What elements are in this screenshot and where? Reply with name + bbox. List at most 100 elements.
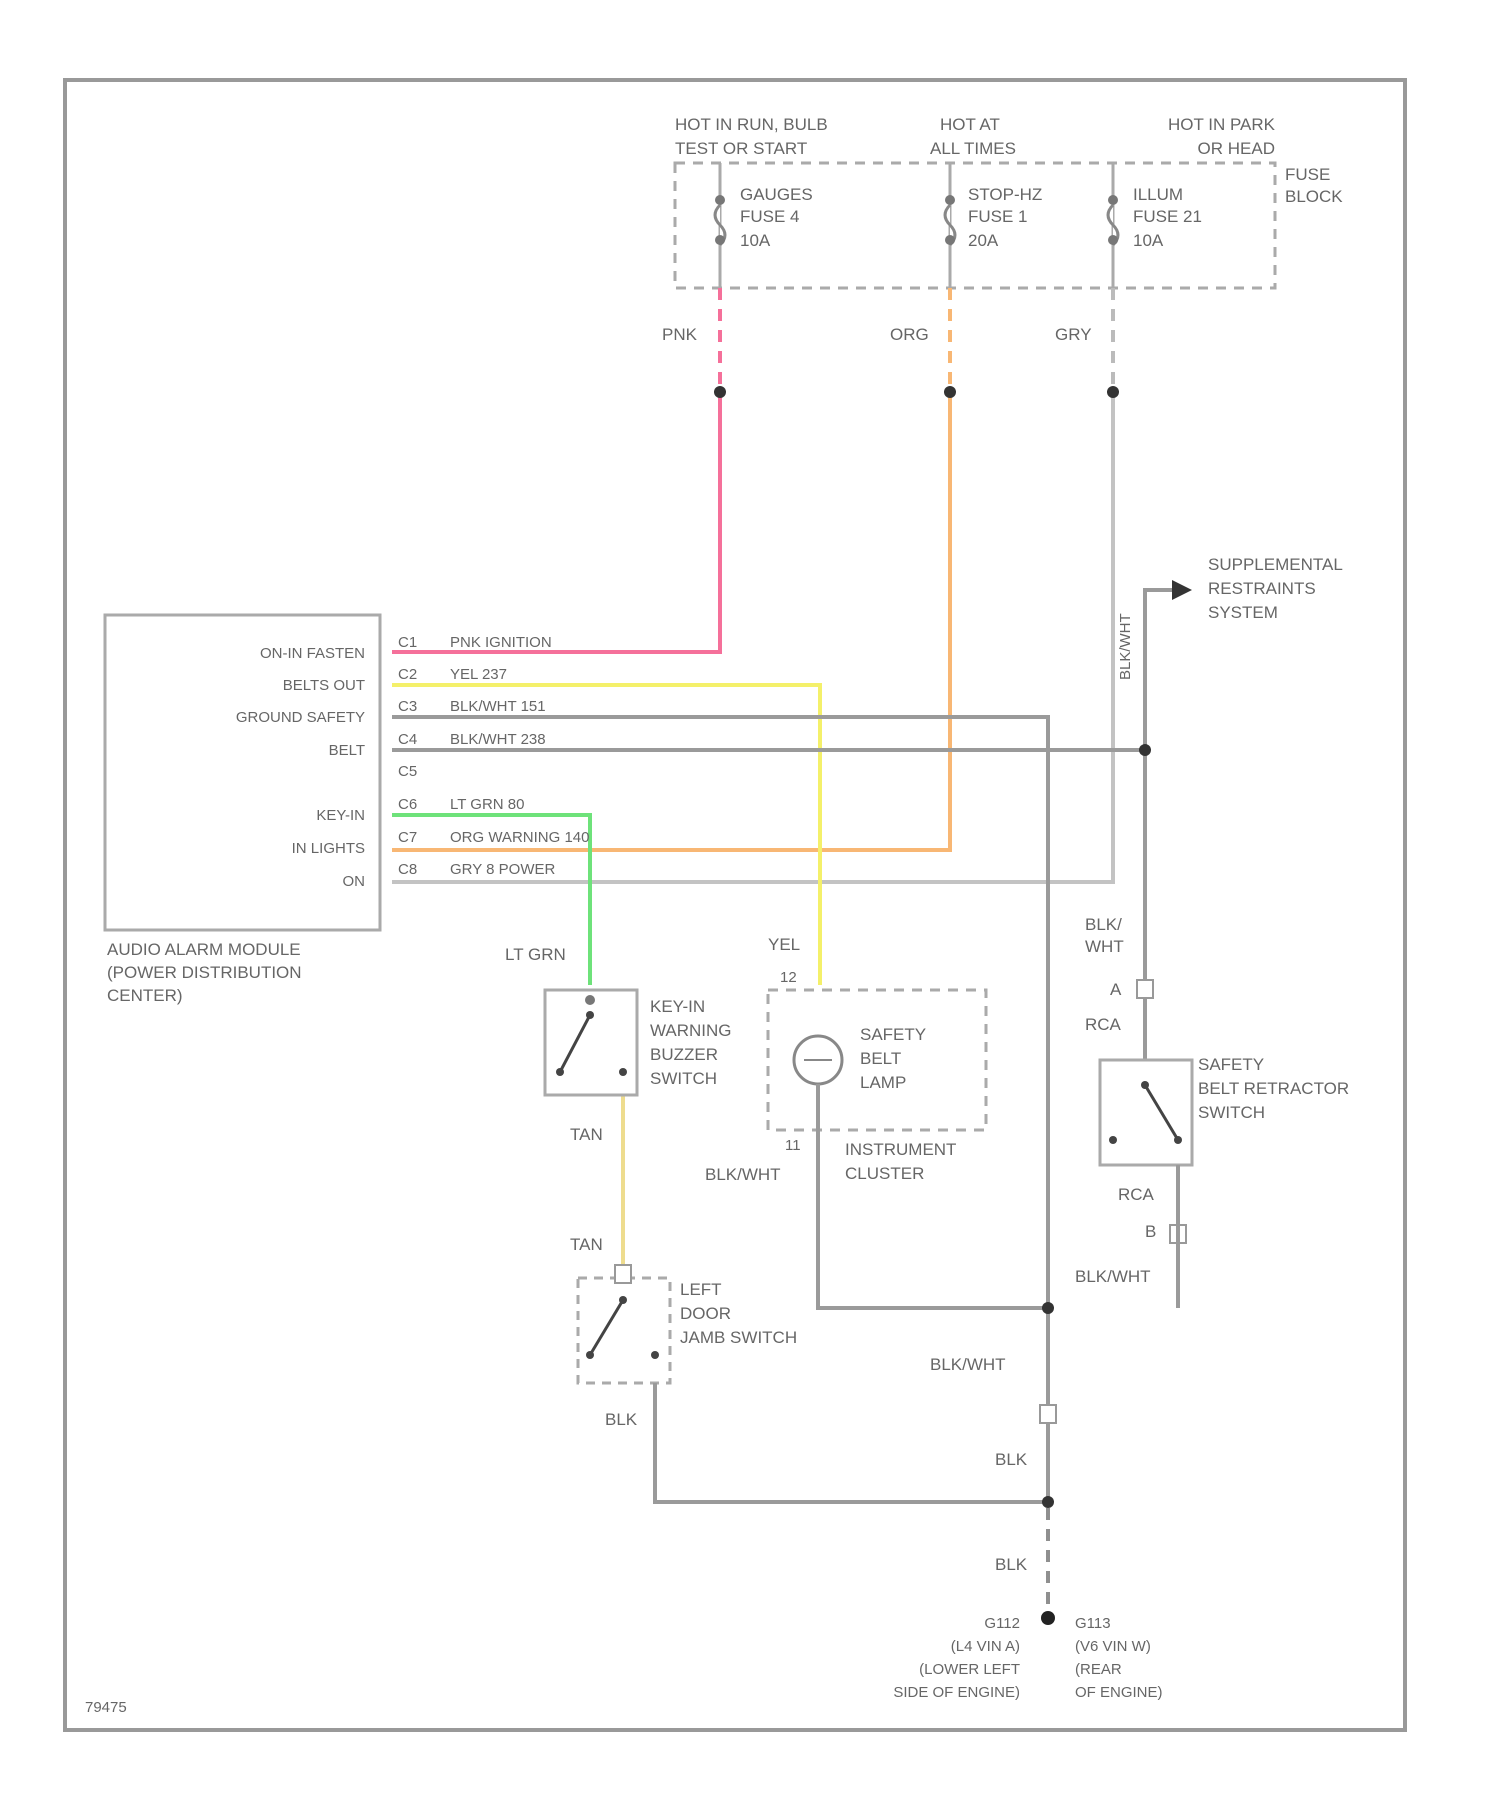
ground-left-1: G112	[984, 1615, 1020, 1632]
pin-wire-c6: LT GRN 80	[450, 796, 524, 813]
cluster-label-2: CLUSTER	[845, 1164, 924, 1183]
pin-id-c6: C6	[398, 796, 417, 813]
pin-id-c7: C7	[398, 829, 417, 846]
pnk-wire-label: PNK	[662, 325, 698, 344]
belt-splice	[1139, 744, 1151, 756]
fuse-21: ILLUM FUSE 21 10A	[1108, 163, 1202, 288]
fuse-21-name: ILLUM	[1133, 185, 1183, 204]
lamp-label-3: LAMP	[860, 1073, 906, 1092]
fuse-1-number: FUSE 1	[968, 207, 1028, 226]
door-switch-label-2: DOOR	[680, 1304, 731, 1323]
pin-id-c8: C8	[398, 861, 417, 878]
pin-11-label: 11	[785, 1137, 801, 1154]
blk-label-2: BLK	[995, 1555, 1028, 1574]
fuse-21-rating: 10A	[1133, 231, 1164, 250]
lt-grn-label: LT GRN	[505, 945, 566, 964]
key-switch-box	[545, 990, 637, 1095]
blk-wht-ret-top-1: BLK/	[1085, 915, 1122, 934]
module-box	[105, 615, 380, 930]
fuse-4: GAUGES FUSE 4 10A	[715, 163, 813, 288]
pin-wire-c2: YEL 237	[450, 666, 507, 683]
blk-wht-mid-label: BLK/WHT	[930, 1355, 1006, 1374]
door-switch-blade	[590, 1300, 623, 1355]
fuse-header-2-line-1: HOT AT	[940, 115, 1000, 134]
ground-splice-2	[1042, 1496, 1054, 1508]
door-switch-label-3: JAMB SWITCH	[680, 1328, 797, 1347]
pin-id-c3: C3	[398, 698, 417, 715]
door-jamb-switch: LEFT DOOR JAMB SWITCH	[578, 1265, 797, 1383]
rca-label-1: RCA	[1085, 1015, 1122, 1034]
srs-label-1: SUPPLEMENTAL	[1208, 555, 1343, 574]
lamp-ground-wire	[818, 1084, 1048, 1308]
fuse-21-number: FUSE 21	[1133, 207, 1202, 226]
blk-wht-cluster-label: BLK/WHT	[705, 1165, 781, 1184]
ground-left-3: (LOWER LEFT	[919, 1661, 1020, 1678]
door-switch-outline	[578, 1278, 670, 1383]
blk-label-1: BLK	[995, 1450, 1028, 1469]
yel-label: YEL	[768, 935, 800, 954]
key-switch-label-3: BUZZER	[650, 1045, 718, 1064]
pin-label-c6: KEY-IN	[316, 807, 365, 824]
fuse-header-3-line-2: OR HEAD	[1198, 139, 1275, 158]
lamp-label-1: SAFETY	[860, 1025, 926, 1044]
tan-label-2: TAN	[570, 1235, 603, 1254]
door-ground-wire	[655, 1383, 1048, 1502]
retractor-label-2: BELT RETRACTOR	[1198, 1079, 1349, 1098]
gry-wire-label: GRY	[1055, 325, 1092, 344]
pin-id-c4: C4	[398, 731, 417, 748]
pin-a-label: A	[1110, 980, 1122, 999]
pin-label-c7: IN LIGHTS	[292, 840, 365, 857]
pin-12-label: 12	[780, 969, 797, 986]
fuse-block-label-1: FUSE	[1285, 165, 1330, 184]
pnk-splice	[714, 386, 726, 398]
connector-a-icon	[1137, 980, 1153, 998]
blk-door-label: BLK	[605, 1410, 638, 1429]
pin-label-c8: ON	[343, 873, 366, 890]
retractor-label-3: SWITCH	[1198, 1103, 1265, 1122]
door-switch-label-1: LEFT	[680, 1280, 722, 1299]
key-in-buzzer-switch: KEY-IN WARNING BUZZER SWITCH	[545, 990, 732, 1095]
pin-id-c1: C1	[398, 634, 417, 651]
key-switch-label-1: KEY-IN	[650, 997, 705, 1016]
ground-splice-1	[1042, 1302, 1054, 1314]
retractor-box	[1100, 1060, 1192, 1165]
module-title-1: AUDIO ALARM MODULE	[107, 940, 301, 959]
srs-label-2: RESTRAINTS	[1208, 579, 1316, 598]
rca-label-2: RCA	[1118, 1185, 1155, 1204]
ground-point-icon	[1041, 1611, 1055, 1625]
pin-b-label: B	[1145, 1222, 1156, 1241]
fuse-1-name: STOP-HZ	[968, 185, 1042, 204]
fuse-block-label-2: BLOCK	[1285, 187, 1343, 206]
fuse-block: FUSE BLOCK HOT IN RUN, BULB TEST OR STAR…	[675, 115, 1343, 288]
pin-label-c1: ON-IN FASTEN	[260, 645, 365, 662]
fuse-header-2-line-2: ALL TIMES	[930, 139, 1016, 158]
ground-left-labels: G112 (L4 VIN A) (LOWER LEFT SIDE OF ENGI…	[893, 1615, 1020, 1701]
pin-wire-c7: ORG WARNING 140	[450, 829, 589, 846]
blk-wht-ret-bot-label: BLK/WHT	[1075, 1267, 1151, 1286]
fuse-1-rating: 20A	[968, 231, 999, 250]
ground-right-2: (V6 VIN W)	[1075, 1638, 1151, 1655]
fuse-4-number: FUSE 4	[740, 207, 800, 226]
fuse-header-1-line-1: HOT IN RUN, BULB	[675, 115, 828, 134]
ground-left-4: SIDE OF ENGINE)	[893, 1684, 1020, 1701]
retractor-switch: SAFETY BELT RETRACTOR SWITCH	[1100, 1055, 1349, 1165]
fuse-1: STOP-HZ FUSE 1 20A	[945, 163, 1042, 288]
ground-right-4: OF ENGINE)	[1075, 1684, 1163, 1701]
blk-wht-ret-top-2: WHT	[1085, 937, 1124, 956]
pin-id-c2: C2	[398, 666, 417, 683]
fuse-header-3-line-1: HOT IN PARK	[1168, 115, 1276, 134]
ground-right-1: G113	[1075, 1615, 1111, 1632]
srs-wire	[1145, 590, 1172, 750]
cluster-label-1: INSTRUMENT	[845, 1140, 956, 1159]
org-wire-label: ORG	[890, 325, 929, 344]
instrument-cluster: SAFETY BELT LAMP INSTRUMENT CLUSTER	[768, 990, 986, 1183]
gry-splice	[1107, 386, 1119, 398]
pin-wire-c8: GRY 8 POWER	[450, 861, 555, 878]
pin-label-c4: BELT	[329, 742, 365, 759]
module-title-3: CENTER)	[107, 986, 183, 1005]
srs-label-3: SYSTEM	[1208, 603, 1278, 622]
ground-left-2: (L4 VIN A)	[951, 1638, 1020, 1655]
diagram-id: 79475	[85, 1699, 127, 1716]
org-wire	[392, 392, 950, 850]
pin-label-c2: BELTS OUT	[283, 677, 365, 694]
